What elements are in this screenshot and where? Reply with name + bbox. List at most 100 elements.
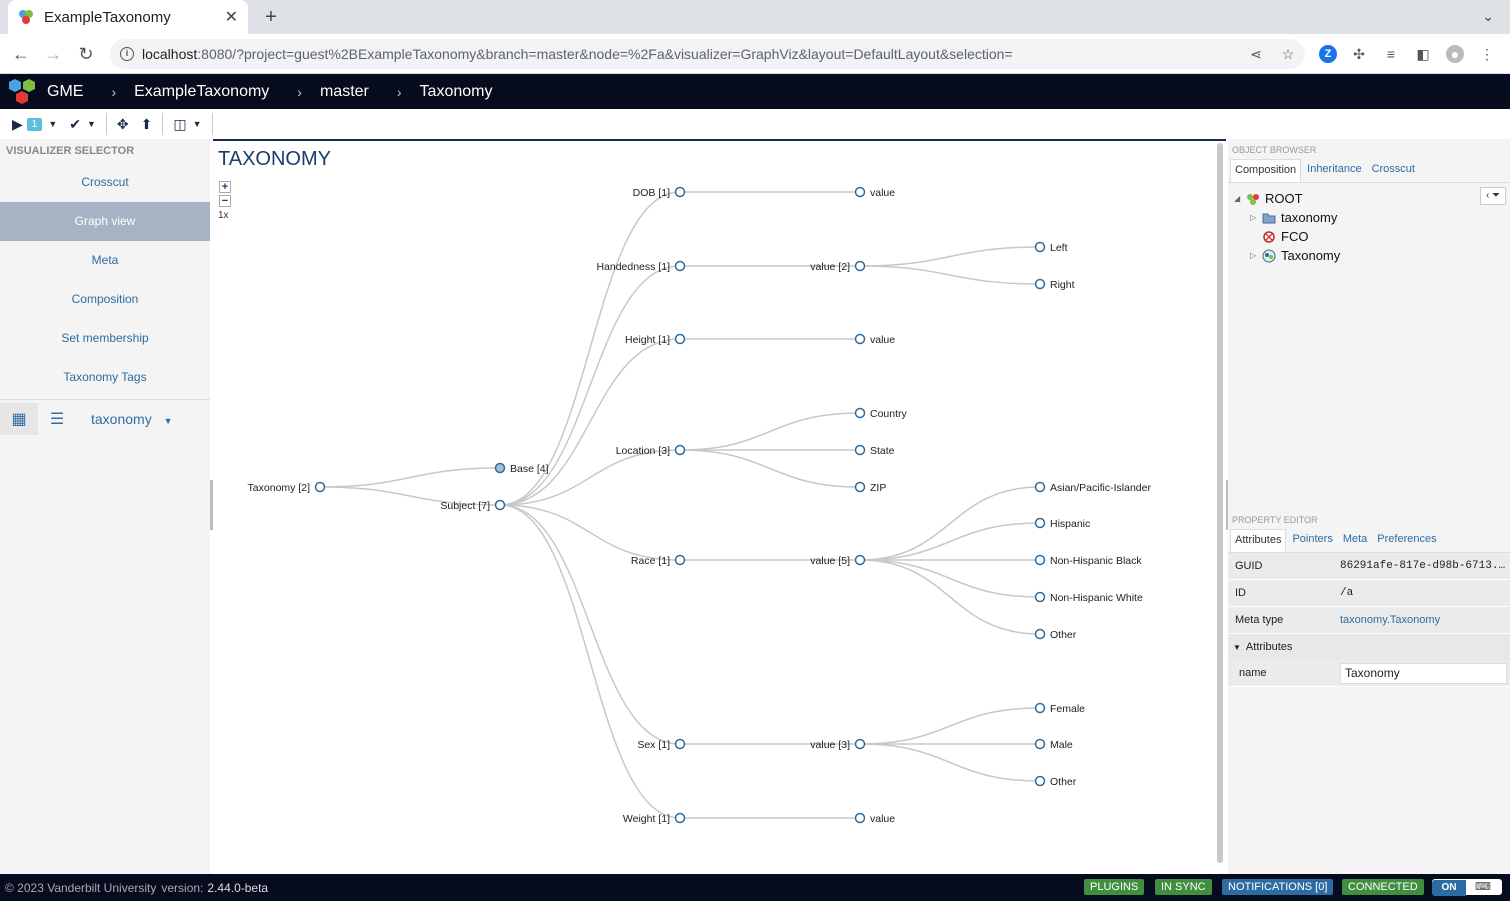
graph-node-circle[interactable] [1034,702,1046,714]
graph-node-circle[interactable] [854,407,866,419]
layout-button[interactable]: ◫ ▼ [167,111,207,137]
graph-node-weight_v[interactable]: value [854,812,896,825]
tab-inheritance[interactable]: Inheritance [1307,163,1362,175]
reload-icon[interactable]: ↻ [78,44,94,64]
collapsed-triangle-icon[interactable]: ▷ [1250,213,1257,222]
graph-node-circle[interactable] [1034,738,1046,750]
graph-node-hand_v[interactable]: value [2] [810,260,866,273]
graph-node-weight[interactable]: Weight [1] [623,812,686,825]
share-icon[interactable]: ⋖ [1250,46,1262,62]
check-constraints-button[interactable]: ✔ ▼ [63,111,102,137]
graph-node-circle[interactable] [854,444,866,456]
viz-item-set-membership[interactable]: Set membership [61,331,149,345]
tab-attributes[interactable]: Attributes [1230,529,1287,552]
url-field[interactable]: i localhost:8080/?project=guest%2BExampl… [110,39,1305,69]
tree-item-fco[interactable]: FCO [1250,229,1308,244]
graph-node-location[interactable]: Location [3] [616,444,686,457]
vertical-scrollbar[interactable] [1217,143,1223,863]
graph-node-circle[interactable] [1034,554,1046,566]
graph-node-circle[interactable] [854,738,866,750]
plugins-badge[interactable]: PLUGINS [1084,879,1145,895]
expanded-triangle-icon[interactable]: ◢ [1234,194,1241,203]
viz-item-taxonomy-tags[interactable]: Taxonomy Tags [63,370,147,384]
graph-node-circle[interactable] [674,444,686,456]
graph-node-circle[interactable] [1034,775,1046,787]
tree-item-root[interactable]: ◢ ROOT [1234,191,1303,206]
graph-node-state[interactable]: State [854,444,895,457]
graph-node-sex_v[interactable]: value [3] [810,738,866,751]
tree-item-taxonomy-folder[interactable]: ▷ taxonomy [1250,210,1337,225]
graph-node-asian[interactable]: Asian/Pacific-Islander [1034,481,1152,494]
graph-node-subject[interactable]: Subject [7] [440,499,506,512]
bookmark-star-icon[interactable]: ☆ [1281,46,1295,62]
graph-node-race_other[interactable]: Other [1034,628,1077,641]
crumb-app[interactable]: GME [47,82,84,100]
side-panel-icon[interactable]: ◧ [1416,46,1430,62]
graph-node-circle[interactable] [674,333,686,345]
graph-node-circle[interactable] [1034,517,1046,529]
tree-item-taxonomy-model[interactable]: ▷ Taxonomy [1250,248,1340,263]
new-tab-icon[interactable]: + [265,6,277,28]
graph-node-hispanic[interactable]: Hispanic [1034,517,1091,530]
graph-node-circle[interactable] [854,812,866,824]
notifications-badge[interactable]: NOTIFICATIONS [0] [1222,879,1334,895]
crumb-branch[interactable]: master [319,82,369,100]
taxonomy-dropdown[interactable]: taxonomy ▼ [91,411,173,427]
graph-node-circle[interactable] [1034,591,1046,603]
tab-preferences[interactable]: Preferences [1377,533,1437,545]
graph-node-circle[interactable] [854,260,866,272]
crumb-project[interactable]: ExampleTaxonomy [134,82,270,100]
graph-node-base[interactable]: Base [4] [494,462,549,475]
tab-crosscut[interactable]: Crosscut [1371,163,1415,175]
graph-node-taxonomy[interactable]: Taxonomy [2] [248,481,326,494]
graph-node-left[interactable]: Left [1034,241,1068,254]
graph-node-circle[interactable] [1034,628,1046,640]
zoom-extension-icon[interactable]: Z [1319,45,1337,63]
viz-item-crosscut[interactable]: Crosscut [81,175,129,189]
crumb-node[interactable]: Taxonomy [419,82,493,100]
graph-node-circle[interactable] [1034,481,1046,493]
graph-node-zip[interactable]: ZIP [854,481,887,494]
graph-node-nhblack[interactable]: Non-Hispanic Black [1034,554,1143,567]
right-splitter[interactable] [1226,480,1228,530]
keyboard-toggle[interactable]: ON⌨ [1432,879,1502,896]
upload-button[interactable]: ⬆ [135,111,159,137]
graph-node-circle[interactable] [1034,241,1046,253]
move-button[interactable]: ✥ [111,111,135,137]
zoom-out-button[interactable]: − [219,195,231,207]
tab-pointers[interactable]: Pointers [1292,533,1333,545]
browser-menu-icon[interactable]: ⋮ [1480,46,1494,62]
profile-avatar-icon[interactable]: ● [1446,45,1464,63]
tab-composition[interactable]: Composition [1230,159,1302,182]
viz-item-meta[interactable]: Meta [91,253,119,267]
graph-node-height[interactable]: Height [1] [625,333,686,346]
site-info-icon[interactable]: i [120,47,134,61]
viz-item-graph-view[interactable]: Graph view [0,202,210,241]
meta-type-link[interactable]: taxonomy.Taxonomy [1340,614,1441,626]
tab-meta[interactable]: Meta [1342,533,1368,545]
zoom-in-button[interactable]: + [219,181,231,193]
browser-tab[interactable]: ExampleTaxonomy ✕ [8,0,248,34]
run-plugin-button[interactable]: ▶ 1 ▼ [6,111,63,137]
back-icon[interactable]: ← [12,44,30,64]
graph-node-circle[interactable] [674,260,686,272]
graph-node-nhwhite[interactable]: Non-Hispanic White [1034,591,1143,604]
connected-badge[interactable]: CONNECTED [1342,879,1424,895]
graph-node-race[interactable]: Race [1] [631,554,686,567]
graph-node-circle[interactable] [674,554,686,566]
graph-node-female[interactable]: Female [1034,702,1086,715]
extensions-puzzle-icon[interactable]: ✣ [1353,46,1365,62]
graph-node-circle[interactable] [854,554,866,566]
name-input[interactable]: Taxonomy [1340,662,1507,684]
graph-node-race_v[interactable]: value [5] [810,554,866,567]
graph-node-height_v[interactable]: value [854,333,896,346]
grid-view-icon[interactable]: ▦ [0,402,38,435]
taxonomy-graph[interactable]: Taxonomy [2]Base [4]Subject [7]DOB [1]Ha… [213,141,1213,871]
attributes-section-header[interactable]: ▼ Attributes [1228,634,1510,660]
graph-node-sex_other[interactable]: Other [1034,775,1077,788]
collapsed-triangle-icon[interactable]: ▷ [1250,251,1257,260]
graph-node-circle[interactable] [674,738,686,750]
graph-node-dob_v[interactable]: value [854,186,896,199]
graph-node-circle[interactable] [494,462,506,474]
list-view-icon[interactable]: ☰ [49,410,65,428]
